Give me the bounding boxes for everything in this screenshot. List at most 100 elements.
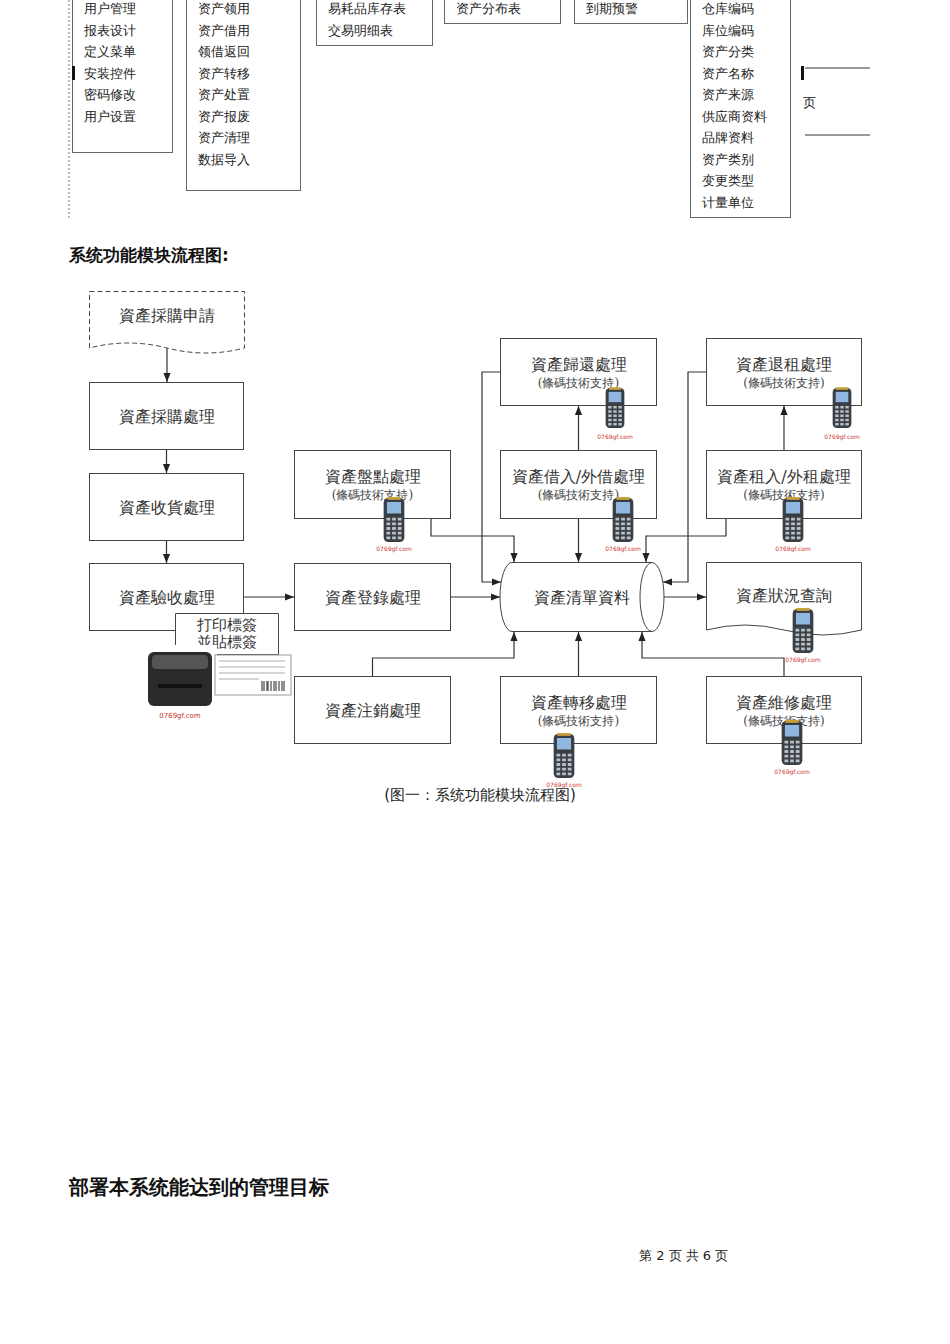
- process-box: 資產轉移處理(條碼技術支持): [500, 676, 657, 744]
- flow-arrow: [166, 541, 167, 563]
- node-title: 資產登錄處理: [325, 587, 421, 608]
- menu-item: 安装控件: [84, 63, 136, 85]
- process-box: 資產採購處理: [89, 382, 244, 450]
- menu-item: 资产领用: [198, 0, 250, 20]
- document-shape: 資產採購申請: [89, 291, 245, 358]
- node-title: 資產租入/外租處理: [717, 466, 850, 487]
- node-title: 打印標簽 並貼標簽: [195, 617, 259, 651]
- flow-arrow: [642, 632, 784, 676]
- watermark: 0769gf.com: [773, 544, 813, 553]
- menu-item: 供应商资料: [702, 106, 767, 128]
- node-note: (條碼技術支持): [538, 713, 619, 729]
- menu-item: 资产转移: [198, 63, 250, 85]
- process-box: 資產歸還處理(條碼技術支持): [500, 338, 657, 406]
- node-note: (條碼技術支持): [743, 375, 824, 391]
- process-box: 資產注銷處理: [294, 676, 451, 744]
- watermark: 0769gf.com: [772, 767, 812, 776]
- menu-item: 密码修改: [84, 84, 136, 106]
- node-title: 資產借入/外借處理: [512, 466, 645, 487]
- menu-item: 用户管理: [84, 0, 136, 20]
- menu-item: 资产分类: [702, 41, 754, 63]
- flow-arrow: [578, 632, 579, 676]
- watermark: 0769gf.com: [603, 544, 643, 553]
- watermark: 0769gf.com: [783, 655, 823, 664]
- menu-item: 交易明细表: [328, 20, 393, 42]
- module-list-box: 易耗品库存表交易明细表: [316, 0, 433, 46]
- node-note: (條碼技術支持): [743, 713, 824, 729]
- menu-item: 资产来源: [702, 84, 754, 106]
- module-list-box: 仓库编码库位编码资产分类资产名称资产来源供应商资料品牌资料资产类别变更类型计量单…: [690, 0, 791, 218]
- module-list-box: 资产分布表: [444, 0, 561, 24]
- module-list-box: 资产领用资产借用领借返回资产转移资产处置资产报废资产清理数据导入: [186, 0, 301, 191]
- menu-item: 资产类别: [702, 149, 754, 171]
- diagram-title: 系统功能模块流程图:: [69, 244, 229, 267]
- menu-item: 报表设计: [84, 20, 136, 42]
- sticker-frame: [215, 655, 291, 695]
- section-heading: 部署本系统能达到的管理目标: [69, 1176, 469, 1199]
- menu-item: 仓库编码: [702, 0, 754, 20]
- node-note: (條碼技術支持): [743, 487, 824, 503]
- flow-arrow: [431, 519, 514, 562]
- node-title: 資產退租處理: [736, 354, 832, 375]
- document-shape: 資產狀況查詢: [706, 562, 862, 640]
- printer-body: [148, 652, 212, 706]
- node-note: (條碼技術支持): [538, 487, 619, 503]
- menu-item: 库位编码: [702, 20, 754, 42]
- process-box: 資產收貨處理: [89, 473, 244, 541]
- node-title: 資產盤點處理: [325, 466, 421, 487]
- menu-item: 资产清理: [198, 127, 250, 149]
- menu-item: 品牌资料: [702, 127, 754, 149]
- node-title: 資產狀況查詢: [736, 585, 832, 606]
- flow-arrow: [166, 348, 167, 382]
- watermark: 0769gf.com: [595, 432, 635, 441]
- outline-path: [176, 614, 279, 668]
- watermark: 0769gf.com: [158, 711, 202, 721]
- flow-arrow: [451, 596, 500, 597]
- cursor-mark: [801, 66, 804, 80]
- flow-arrow: [664, 596, 706, 597]
- menu-item: 资产处置: [198, 84, 250, 106]
- printer-slot: [158, 684, 202, 688]
- label-sticker: [215, 655, 291, 695]
- node-note: (條碼技術支持): [332, 487, 413, 503]
- database-cylinder: 資產清單資料: [500, 562, 664, 632]
- callout-box: 打印標簽 並貼標簽: [175, 613, 279, 655]
- menu-item: 计量单位: [702, 192, 754, 214]
- menu-item: 资产借用: [198, 20, 250, 42]
- process-box: 資產退租處理(條碼技術支持): [706, 338, 862, 406]
- menu-item: 领借返回: [198, 41, 250, 63]
- menu-item: 资产分布表: [456, 0, 521, 20]
- watermark: 0769gf.com: [822, 432, 862, 441]
- node-title: 資產收貨處理: [119, 497, 215, 518]
- node-title: 資產採購處理: [119, 406, 215, 427]
- module-list-box: 用户管理报表设计定义菜单安装控件密码修改用户设置: [72, 0, 173, 153]
- flow-arrow: [578, 519, 579, 562]
- flow-arrow: [663, 372, 706, 582]
- node-title: 資產驗收處理: [119, 587, 215, 608]
- flow-arrow: [244, 596, 294, 597]
- node-title: 資產注銷處理: [325, 700, 421, 721]
- menu-item: 易耗品库存表: [328, 0, 406, 20]
- flow-arrow: [373, 632, 515, 676]
- outline-path: [500, 563, 664, 632]
- node-title: 資產轉移處理: [531, 692, 627, 713]
- menu-item: 用户设置: [84, 106, 136, 128]
- menu-item: 资产报废: [198, 106, 250, 128]
- flow-arrow: [783, 406, 784, 450]
- menu-item: 变更类型: [702, 170, 754, 192]
- process-box: 資產維修處理(條碼技術支持): [706, 676, 862, 744]
- menu-item: 资产名称: [702, 63, 754, 85]
- printer-picture: [143, 645, 217, 713]
- barcode: [262, 681, 284, 691]
- node-title: 資產採購申請: [119, 305, 215, 326]
- process-box: 資產盤點處理(條碼技術支持): [294, 450, 451, 519]
- fragment-line: [805, 68, 870, 69]
- process-box: 資產登錄處理: [294, 563, 451, 631]
- menu-item: 定义菜单: [84, 41, 136, 63]
- watermark: 0769gf.com: [544, 780, 584, 789]
- process-box: 資產借入/外借處理(條碼技術支持): [500, 450, 657, 519]
- fragment-line: [805, 135, 870, 136]
